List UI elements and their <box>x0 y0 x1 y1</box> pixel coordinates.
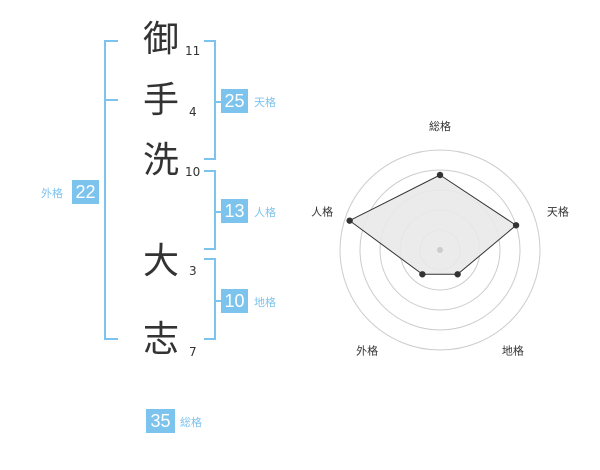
tenkaku-label: 天格 <box>254 96 276 109</box>
jinkaku-label: 人格 <box>254 206 276 219</box>
radar-axis-label: 総格 <box>429 119 451 133</box>
name-char-2: 手 <box>142 80 179 121</box>
radar-point <box>346 217 353 224</box>
gaikaku-badge: 22 <box>72 180 99 204</box>
soukaku-badge: 35 <box>146 409 175 433</box>
chikaku-badge: 10 <box>221 289 248 313</box>
stroke-count-3: 10 <box>185 165 201 179</box>
radar-grid-ring <box>359 169 521 331</box>
radar-axis-label: 地格 <box>502 343 524 357</box>
radar-axis-label: 外格 <box>356 343 378 357</box>
radar-series-polygon <box>348 174 517 275</box>
radar-axis-label: 天格 <box>547 205 569 219</box>
radar-center-dot <box>437 247 443 253</box>
stroke-count-4: 3 <box>189 264 197 278</box>
radar-point <box>512 222 520 229</box>
radar-point <box>454 271 461 278</box>
name-char-3: 洗 <box>142 140 179 181</box>
stroke-count-5: 7 <box>189 345 197 359</box>
chikaku-label: 地格 <box>254 296 276 309</box>
soukaku-label: 総格 <box>180 416 202 429</box>
tenkaku-badge: 25 <box>221 89 248 113</box>
radar-point <box>436 171 444 179</box>
name-char-4: 大 <box>142 241 179 282</box>
gaikaku-label: 外格 <box>41 187 63 200</box>
stroke-count-2: 4 <box>189 105 197 119</box>
name-char-5: 志 <box>142 319 179 360</box>
name-char-1: 御 <box>142 19 179 60</box>
jinkaku-badge: 13 <box>221 199 248 223</box>
radar-axis-label: 人格 <box>311 205 333 219</box>
stroke-count-1: 11 <box>185 44 201 58</box>
radar-point <box>419 271 426 278</box>
